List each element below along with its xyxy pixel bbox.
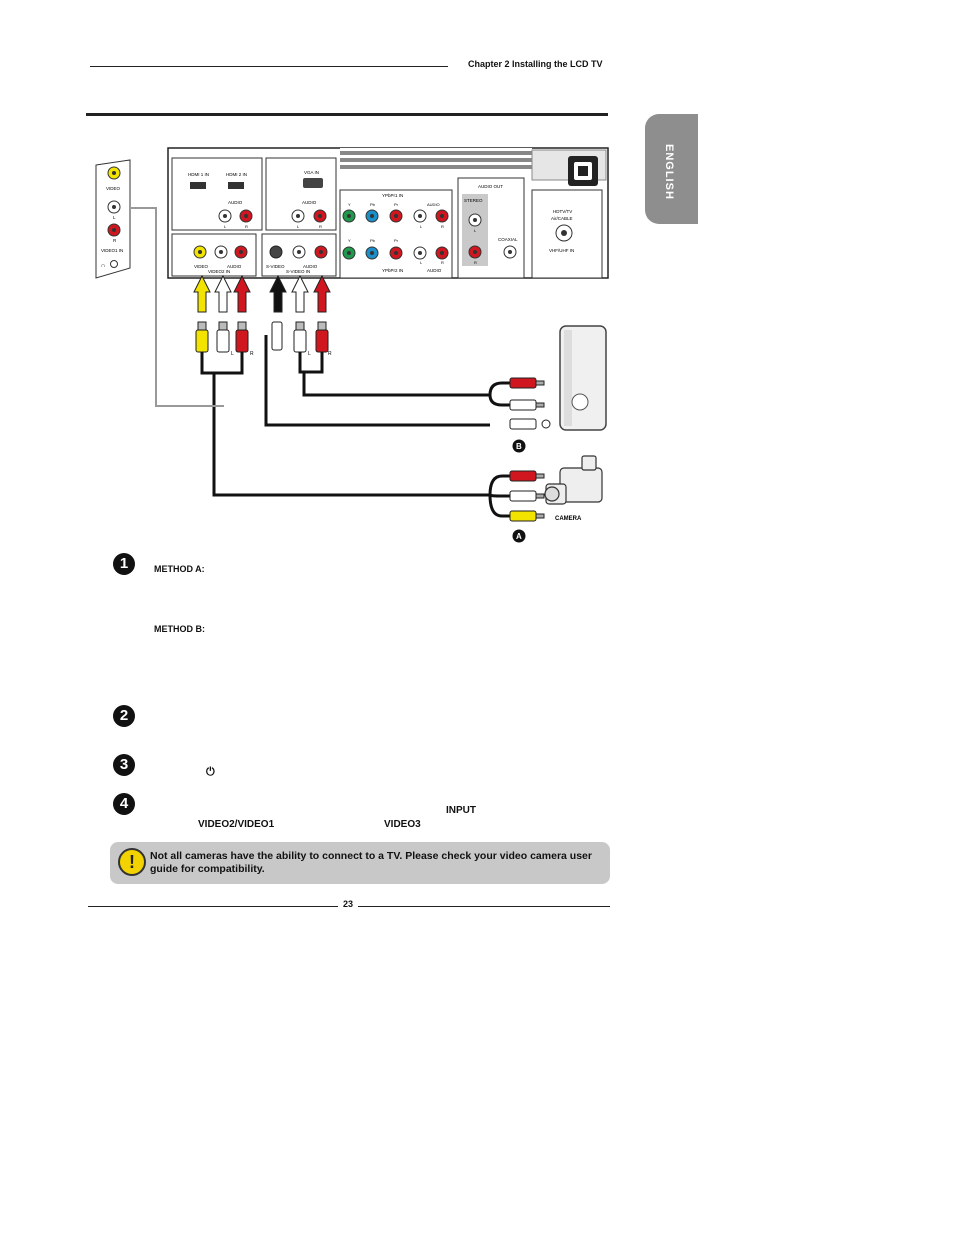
white-arrow-svideo	[291, 274, 309, 313]
step-4-number: 4	[113, 793, 135, 815]
device-a-connectors	[488, 470, 545, 522]
method-a-label: METHOD A:	[154, 564, 205, 574]
svg-text:L: L	[224, 224, 227, 229]
back-panel: HDMI 1 IN HDMI 2 IN AUDIO L R VGA IN AUD…	[167, 147, 609, 279]
side-video1-label: VIDEO1 IN	[101, 248, 123, 253]
svg-text:AUDIO: AUDIO	[302, 200, 317, 205]
svg-text:AUDIO: AUDIO	[427, 202, 440, 207]
svg-text:YPbPr2 IN: YPbPr2 IN	[382, 268, 403, 273]
svg-text:R: R	[113, 238, 117, 243]
svg-text:AUDIO: AUDIO	[228, 200, 243, 205]
svg-text:Pr: Pr	[394, 238, 399, 243]
cables	[200, 335, 490, 497]
side-panel: VIDEO L R VIDEO1 IN ∩	[95, 159, 131, 279]
svg-text:VIDEO: VIDEO	[194, 264, 209, 269]
svg-text:HDMI 2 IN: HDMI 2 IN	[226, 172, 247, 177]
svg-text:Pb: Pb	[370, 202, 376, 207]
svg-text:L: L	[231, 351, 234, 357]
red-arrow-video	[233, 274, 251, 313]
vent-grille	[340, 151, 532, 169]
headphone-jack	[110, 260, 118, 268]
svg-text:S-VIDEO: S-VIDEO	[266, 264, 285, 269]
exclamation-icon: !	[118, 848, 146, 876]
language-tab: ENGLISH	[645, 114, 698, 224]
white-arrow-video	[214, 274, 232, 313]
svg-text:R: R	[441, 260, 444, 265]
svg-text:R: R	[474, 260, 477, 265]
svg-text:B: B	[516, 442, 522, 451]
svg-text:AUDIO OUT: AUDIO OUT	[478, 184, 503, 189]
header-rule	[90, 66, 448, 67]
device-b-marker	[512, 439, 526, 453]
svg-text:R: R	[328, 351, 332, 357]
connection-diagram: VIDEO L R VIDEO1 IN ∩ HDMI 1 IN HDMI 2 I…	[95, 147, 609, 543]
svg-text:STEREO: STEREO	[464, 198, 483, 203]
black-arrow-svideo	[269, 274, 287, 313]
page-number: 23	[338, 899, 358, 909]
power-icon: ⏻	[206, 766, 215, 778]
svg-text:Pr: Pr	[394, 202, 399, 207]
svg-text:AUDIO: AUDIO	[427, 268, 442, 273]
svg-text:L: L	[308, 351, 311, 357]
svg-text:A: A	[516, 532, 522, 541]
svg-text:Air/CABLE: Air/CABLE	[551, 216, 573, 221]
svg-text:VHF/UHF IN: VHF/UHF IN	[549, 248, 574, 253]
svg-text:R: R	[441, 224, 444, 229]
svg-text:R: R	[319, 224, 322, 229]
svg-text:L: L	[113, 215, 116, 220]
input-button-label: INPUT	[446, 805, 476, 816]
svg-text:AUDIO: AUDIO	[227, 264, 242, 269]
svg-text:L: L	[420, 224, 423, 229]
headphone-icon: ∩	[101, 263, 105, 269]
note-text: Not all cameras have the ability to conn…	[150, 850, 592, 875]
step-1-number: 1	[113, 553, 135, 575]
connection-arrows	[193, 274, 331, 313]
hdmi1-port	[190, 182, 206, 189]
camera-label: CAMERA	[555, 516, 582, 522]
svideo-jack	[269, 245, 283, 259]
device-b-connectors	[488, 377, 551, 430]
hdmi2-port	[228, 182, 244, 189]
vga-port	[303, 178, 323, 188]
yellow-arrow	[193, 274, 211, 313]
device-a-marker	[512, 529, 526, 543]
svg-text:YPbPr1 IN: YPbPr1 IN	[382, 193, 403, 198]
svg-text:S-VIDEO IN: S-VIDEO IN	[286, 269, 310, 274]
note-box: ! Not all cameras have the ability to co…	[110, 842, 610, 884]
svg-text:Pb: Pb	[370, 238, 376, 243]
video-camera	[544, 455, 603, 505]
step-2-number: 2	[113, 705, 135, 727]
svg-text:COAXIAL: COAXIAL	[498, 237, 518, 242]
svg-text:L: L	[474, 228, 477, 233]
svg-text:R: R	[245, 224, 248, 229]
svg-text:VIDEO2 IN: VIDEO2 IN	[208, 269, 230, 274]
section-rule	[86, 113, 608, 116]
method-b-label: METHOD B:	[154, 624, 205, 634]
svg-text:Y: Y	[348, 238, 351, 243]
svg-text:L: L	[297, 224, 300, 229]
chapter-title: Chapter 2 Installing the LCD TV	[468, 59, 603, 69]
svg-text:HDTV/TV: HDTV/TV	[553, 209, 572, 214]
red-arrow-svideo	[313, 274, 331, 313]
svg-text:Y: Y	[348, 202, 351, 207]
language-tab-label: ENGLISH	[663, 144, 675, 200]
video3-label: VIDEO3	[384, 819, 421, 830]
svg-text:R: R	[250, 351, 254, 357]
plugs	[195, 321, 329, 353]
side-panel-link	[130, 207, 224, 407]
svg-text:VGA IN: VGA IN	[304, 170, 319, 175]
step-3-number: 3	[113, 754, 135, 776]
svg-text:L: L	[420, 260, 423, 265]
side-video-label: VIDEO	[106, 186, 121, 191]
video2-video1-label: VIDEO2/VIDEO1	[198, 819, 275, 830]
svg-text:AUDIO: AUDIO	[303, 264, 318, 269]
svg-text:HDMI 1 IN: HDMI 1 IN	[188, 172, 209, 177]
